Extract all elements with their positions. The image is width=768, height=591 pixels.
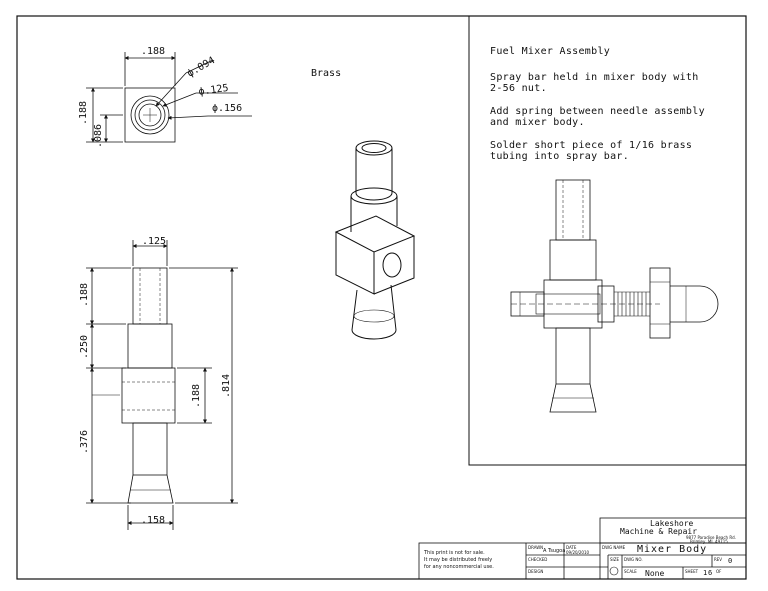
sheet-label: SHEET — [685, 569, 699, 574]
company-address-1: 9877 Paradise Beach Rd. — [686, 535, 736, 540]
notes-title: Fuel Mixer Assembly — [490, 46, 611, 57]
dwg-no-label: DWG NO. — [624, 557, 643, 562]
rev-value: 0 — [728, 557, 733, 565]
isometric-view — [334, 140, 416, 340]
dim-dia-large: ϕ.156 — [212, 103, 243, 114]
note-2-line-2: and mixer body. — [490, 117, 585, 128]
sheet-total: 6 — [708, 569, 713, 577]
dim-top-offset: .086 — [93, 123, 104, 148]
note-1-line-1: Spray bar held in mixer body with — [490, 72, 699, 83]
date-label: DATE — [566, 545, 577, 550]
sheet-border — [16, 15, 747, 580]
dim-front-bottom-height: .376 — [79, 429, 90, 454]
top-view — [86, 52, 252, 143]
size-label: SIZE — [610, 557, 619, 562]
design-label: DESIGN — [528, 569, 544, 574]
company-name: Lakeshore — [650, 519, 694, 528]
sheet-of-label: OF — [716, 569, 722, 574]
assembly-view — [510, 179, 719, 413]
dim-front-block-height: .188 — [191, 383, 202, 408]
dwg-name-value: Mixer Body — [637, 544, 708, 555]
rev-label: REV — [714, 557, 723, 562]
scale-value: None — [645, 569, 665, 578]
company-address-2: Brimley, MI. 49715 — [690, 539, 728, 544]
note-2-line-1: Add spring between needle assembly — [490, 106, 705, 117]
checked-label: CHECKED — [528, 557, 548, 562]
drawn-label: DRAWN — [528, 545, 544, 550]
dim-top-width: .188 — [141, 46, 166, 57]
dwg-name-label: DWG NAME — [602, 545, 626, 550]
dim-top-height: .188 — [78, 100, 89, 125]
drawn-by-value: A Tsugoa — [543, 548, 566, 554]
dim-front-top-height: .188 — [79, 282, 90, 307]
title-block-frame — [418, 517, 747, 580]
disclaimer-line-3: for any noncommercial use. — [424, 564, 494, 570]
scale-label: SCALE — [624, 569, 637, 574]
front-view — [86, 240, 238, 530]
notes-panel-frame — [468, 15, 747, 466]
date-value: 09/20/2010 — [566, 550, 590, 555]
note-3-line-2: tubing into spray bar. — [490, 151, 630, 162]
dim-front-top-width: .125 — [142, 236, 167, 247]
dim-front-mid-height: .250 — [79, 334, 90, 359]
dim-front-overall-height: .814 — [221, 373, 232, 398]
note-1-line-2: 2-56 nut. — [490, 83, 547, 94]
material-label: Brass — [311, 68, 342, 79]
disclaimer-line-2: It may be distributed freely — [424, 557, 493, 563]
note-3-line-1: Solder short piece of 1/16 brass — [490, 140, 693, 151]
sheet-value: 1 — [703, 569, 708, 577]
company-name-2: Machine & Repair — [620, 527, 698, 536]
disclaimer-line-1: This print is not for sale. — [424, 550, 485, 556]
dim-front-bottom-width: .158 — [141, 515, 166, 526]
